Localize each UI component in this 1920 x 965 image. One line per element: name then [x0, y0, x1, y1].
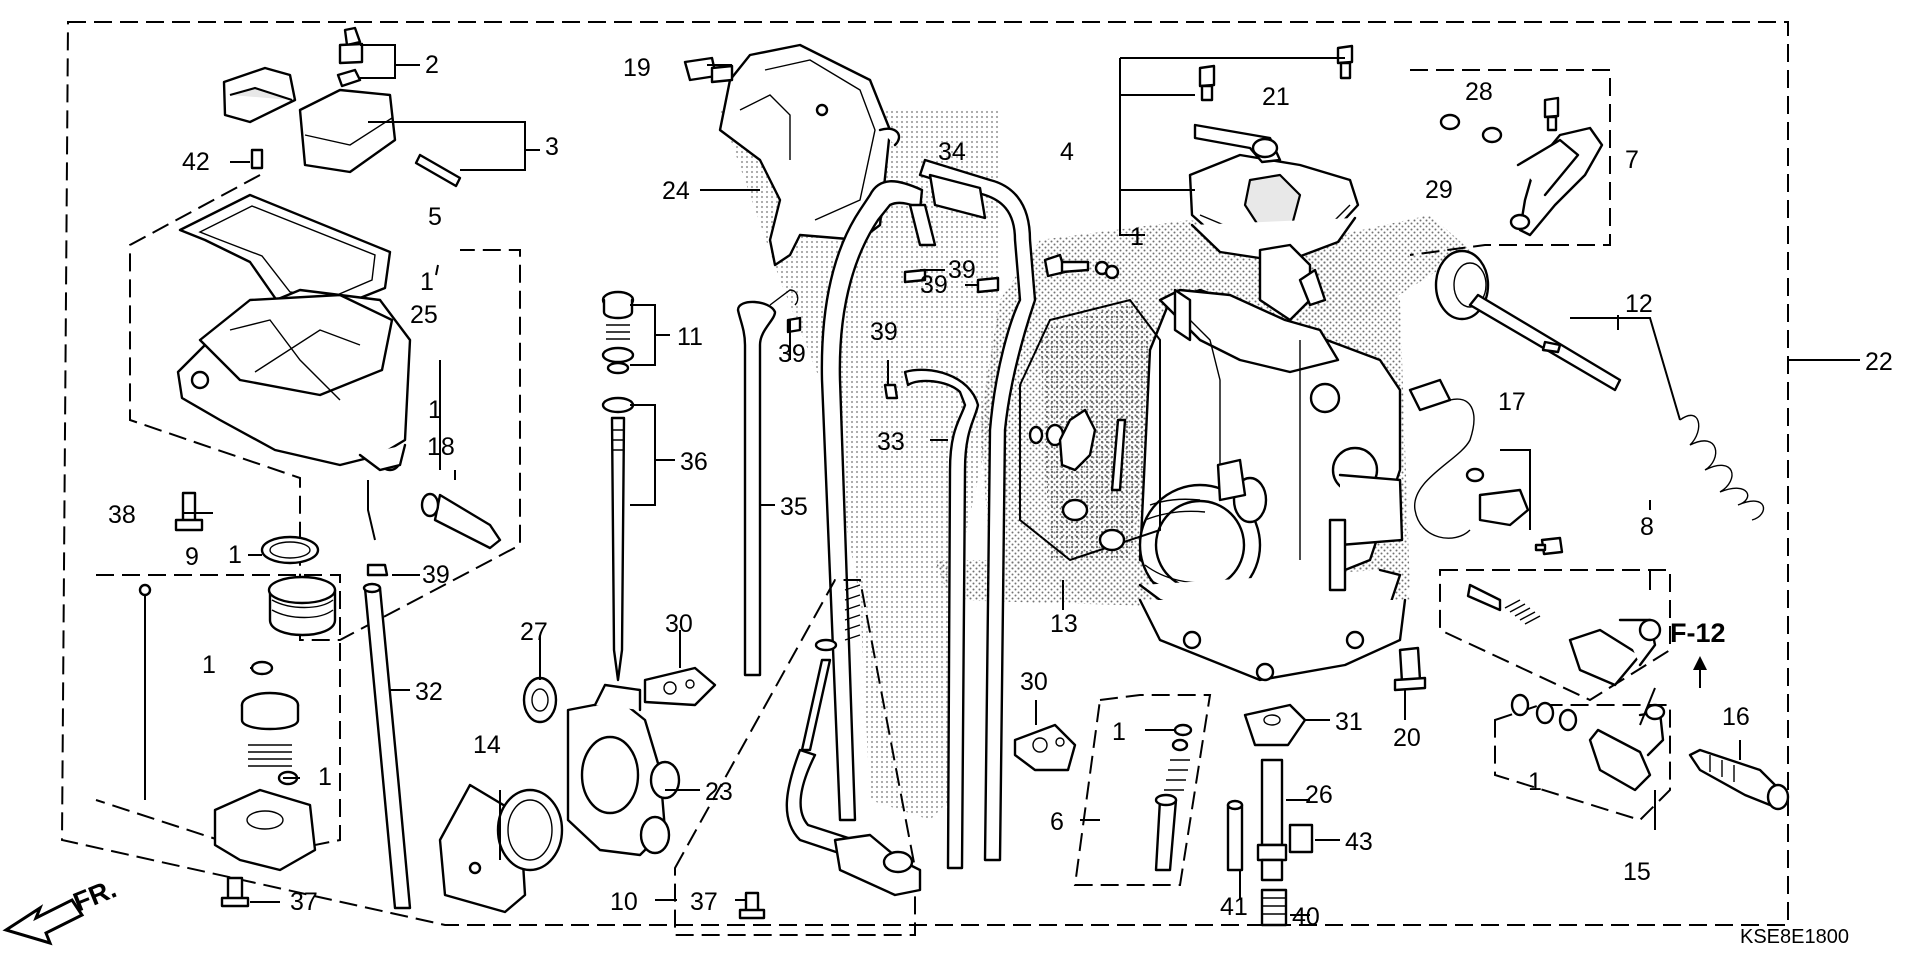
diagram-code: KSE8E1800 — [1740, 926, 1849, 948]
callout-17: 17 — [1498, 388, 1526, 416]
callout-13: 13 — [1050, 610, 1078, 638]
callout-10: 10 — [610, 888, 638, 916]
callout-36: 36 — [680, 448, 708, 476]
throttle-stop-group — [1434, 249, 1765, 521]
callout-29: 29 — [1425, 176, 1453, 204]
part-16 — [1688, 748, 1790, 811]
callout-39c: 39 — [948, 256, 976, 284]
callout-16: 16 — [1722, 703, 1750, 731]
callout-25: 25 — [410, 301, 438, 329]
callout-33: 33 — [877, 428, 905, 456]
callout-6: 6 — [1050, 808, 1064, 836]
callout-31: 31 — [1335, 708, 1363, 736]
callout-12: 12 — [1625, 290, 1653, 318]
callout-42: 42 — [182, 148, 210, 176]
hose-32 — [362, 582, 412, 910]
callout-5: 5 — [428, 203, 442, 231]
callout-15: 15 — [1623, 858, 1651, 886]
throttle-lever-group — [674, 579, 922, 936]
jets-group — [1226, 646, 1427, 927]
callout-32: 32 — [415, 678, 443, 706]
float-chamber-group — [129, 174, 521, 641]
carburetor-body — [1138, 243, 1407, 682]
callout-7: 7 — [1625, 146, 1639, 174]
callout-8: 8 — [1640, 513, 1654, 541]
callout-labels: 2 3 42 5 1 25 1 18 38 1 39 9 1 1 37 32 1… — [69, 51, 1893, 948]
cover-24 — [683, 43, 901, 267]
callout-1a: 1 — [420, 268, 434, 296]
front-label: FR. — [69, 873, 121, 917]
callout-18: 18 — [427, 433, 455, 461]
callout-39a: 39 — [422, 561, 450, 589]
callout-37a: 37 — [290, 888, 318, 916]
callout-37b: 37 — [690, 888, 718, 916]
callout-1e: 1 — [318, 763, 332, 791]
callout-4: 4 — [1060, 138, 1074, 166]
reference-arrow — [1693, 656, 1707, 688]
group-8 — [1439, 569, 1671, 702]
callout-39d: 39 — [920, 271, 948, 299]
hoses — [736, 158, 1037, 870]
intake-group — [438, 666, 717, 914]
callout-21: 21 — [1262, 83, 1290, 111]
needle-group — [601, 290, 635, 682]
sensor-17-group — [1408, 378, 1564, 556]
callout-41: 41 — [1220, 893, 1248, 921]
callout-1f: 1 — [1130, 223, 1144, 251]
callout-1c: 1 — [228, 541, 242, 569]
callout-3: 3 — [545, 133, 559, 161]
assembly-boundary — [60, 21, 1789, 926]
pilot-jet-6-group — [1073, 694, 1212, 886]
top-cap-group — [222, 26, 462, 188]
needle-jet-group — [95, 574, 341, 908]
callout-30b: 30 — [1020, 668, 1048, 696]
callout-38: 38 — [108, 501, 136, 529]
callout-35: 35 — [780, 493, 808, 521]
group-15 — [1494, 687, 1671, 822]
callout-1g: 1 — [1112, 718, 1126, 746]
bracket-7-group — [1409, 69, 1611, 256]
callout-1h: 1 — [1528, 768, 1542, 796]
callout-40: 40 — [1292, 903, 1320, 931]
callout-2: 2 — [425, 51, 439, 79]
callout-14: 14 — [473, 731, 501, 759]
callout-30a: 30 — [665, 610, 693, 638]
callout-28: 28 — [1465, 78, 1493, 106]
reference-label: F-12 — [1670, 618, 1726, 648]
callout-23: 23 — [705, 778, 733, 806]
linkage-13-group — [1019, 253, 1161, 562]
callout-22: 22 — [1865, 348, 1893, 376]
top-cover-group — [1119, 44, 1360, 264]
callout-24: 24 — [662, 177, 690, 205]
callout-34: 34 — [938, 138, 966, 166]
callout-9: 9 — [185, 543, 199, 571]
callout-19: 19 — [623, 54, 651, 82]
callout-27: 27 — [520, 618, 548, 646]
front-arrow — [2, 898, 85, 946]
callout-39b: 39 — [778, 340, 806, 368]
callout-43: 43 — [1345, 828, 1373, 856]
plate-30-right — [1013, 723, 1077, 772]
leader-lines — [183, 44, 1860, 916]
callout-1b: 1 — [428, 396, 442, 424]
callout-20: 20 — [1393, 724, 1421, 752]
callout-11: 11 — [677, 323, 703, 351]
callout-26: 26 — [1305, 781, 1333, 809]
callout-39e: 39 — [870, 318, 898, 346]
callout-1d: 1 — [202, 651, 216, 679]
